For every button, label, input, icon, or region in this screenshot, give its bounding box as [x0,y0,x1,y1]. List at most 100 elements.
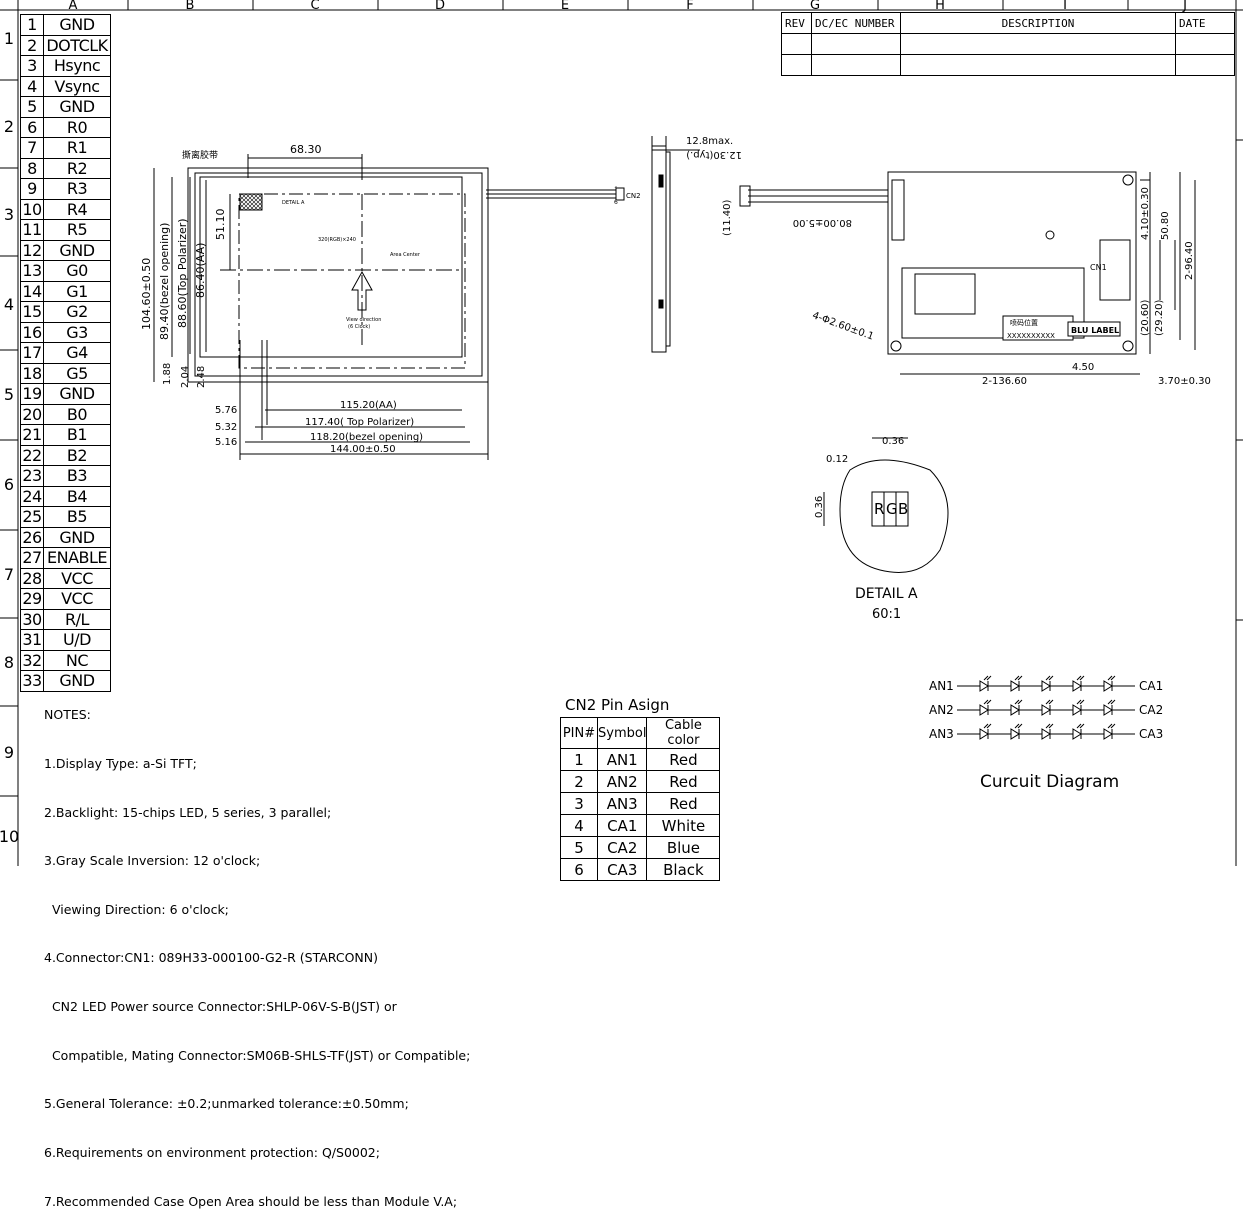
max-thickness: 12.8max. [686,136,733,147]
dim-m3: 2.48 [196,366,207,388]
dim-d4: (20.60) [1140,299,1151,336]
col-label: I [1063,0,1067,13]
detail-height: 0.36 [814,496,825,518]
note-line: Compatible, Mating Connector:SM06B-SHLS-… [44,1047,471,1063]
pin-number: 14 [20,280,44,302]
dim-bezel-opening-w: 118.20(bezel opening) [310,432,423,443]
dim-l2: 5.32 [215,422,237,433]
led-icon [1010,723,1023,740]
cn2-pin: 2 [560,770,598,793]
cn2-symbol: AN3 [596,792,648,815]
side-view: 12.8max. 12.30(typ.) [651,136,742,353]
cn2-color: Red [646,792,721,815]
pin-signal: B3 [43,465,111,487]
led-icon [1072,699,1085,716]
pin-number: 6 [20,116,44,138]
resolution-label: 320(RGB)×240 [318,237,356,243]
view-direction-label: View direction [346,317,381,323]
pin-number: 28 [20,567,44,589]
detail-title: DETAIL A [855,586,918,602]
pin-number: 26 [20,526,44,548]
led-icon [979,675,992,692]
cn2-table-title: CN2 Pin Asign [565,696,670,714]
col-label: H [935,0,945,13]
blu-label-box [1067,321,1121,337]
pin-signal: G4 [43,342,111,364]
detail-a: 0.36 0.12 0.36 R G B DETAIL A 60:1 [814,436,949,622]
pin-signal: R2 [43,157,111,179]
col-label: B [186,0,195,13]
dim-aa-offset: 51.10 [214,209,227,241]
blu-label: BLU LABEL [1071,326,1119,335]
dim-top-offset: 68.30 [290,143,322,156]
cn2-symbol: CA1 [596,814,648,837]
detail-b: B [898,500,908,518]
dim-aa-w: 115.20(AA) [340,400,397,411]
pin-signal: U/D [43,629,111,651]
revision-table: REV DC/EC NUMBER DESCRIPTION DATE [781,12,1235,76]
note-line: 6.Requirements on environment protection… [44,1144,380,1160]
pin-number: 5 [20,96,44,118]
sticker-code: XXXXXXXXXX [1007,332,1055,340]
detail-pitch: 0.36 [882,436,904,447]
led-icon [1072,723,1085,740]
pin-signal: VCC [43,567,111,589]
cn1-label: CN1 [1090,263,1107,272]
detail-gap: 0.12 [826,454,848,465]
col-label: C [310,0,319,13]
pin-number: 27 [20,547,44,569]
dim-polarizer-h: 88.60(Top Polarizer) [176,218,189,328]
detail-marker: DETAIL A [282,200,305,206]
pin-signal: G0 [43,260,111,282]
pin-signal: G5 [43,362,111,384]
cn2-pin: 4 [560,814,598,837]
view-direction-sub: (6 Clock) [348,324,370,330]
sticker-title: 喷码位置 [1010,318,1038,327]
side-pin6: 6 [614,199,618,206]
drawing-frame: A B C D E F G H I J 1 2 3 4 5 6 7 8 9 10 [0,0,1243,866]
detail-g: G [886,500,898,518]
typ-thickness: 12.30(typ.) [686,149,742,160]
side-pin1: 1 [614,186,618,190]
col-label: D [435,0,445,13]
pin-number: 11 [20,219,44,241]
pin-signal: B0 [43,403,111,425]
cn2-pin: 1 [560,748,598,771]
row-label: 9 [4,743,14,762]
pin-number: 30 [20,608,44,630]
cn2-symbol: CA2 [596,836,648,859]
pin-number: 32 [20,649,44,671]
dim-d8: 3.70±0.30 [1158,376,1211,387]
cn2-pin: 5 [560,836,598,859]
pin-number: 20 [20,403,44,425]
cable-length: 80.00±5.00 [793,217,852,228]
cn2-color: Red [646,748,721,771]
pin-number: 3 [20,55,44,77]
pin-number: 15 [20,301,44,323]
pin-number: 22 [20,444,44,466]
front-view: 撕离胶带 DETAIL A 320(RGB)×240 Area Center V… [140,143,489,460]
pin-signal: G3 [43,321,111,343]
